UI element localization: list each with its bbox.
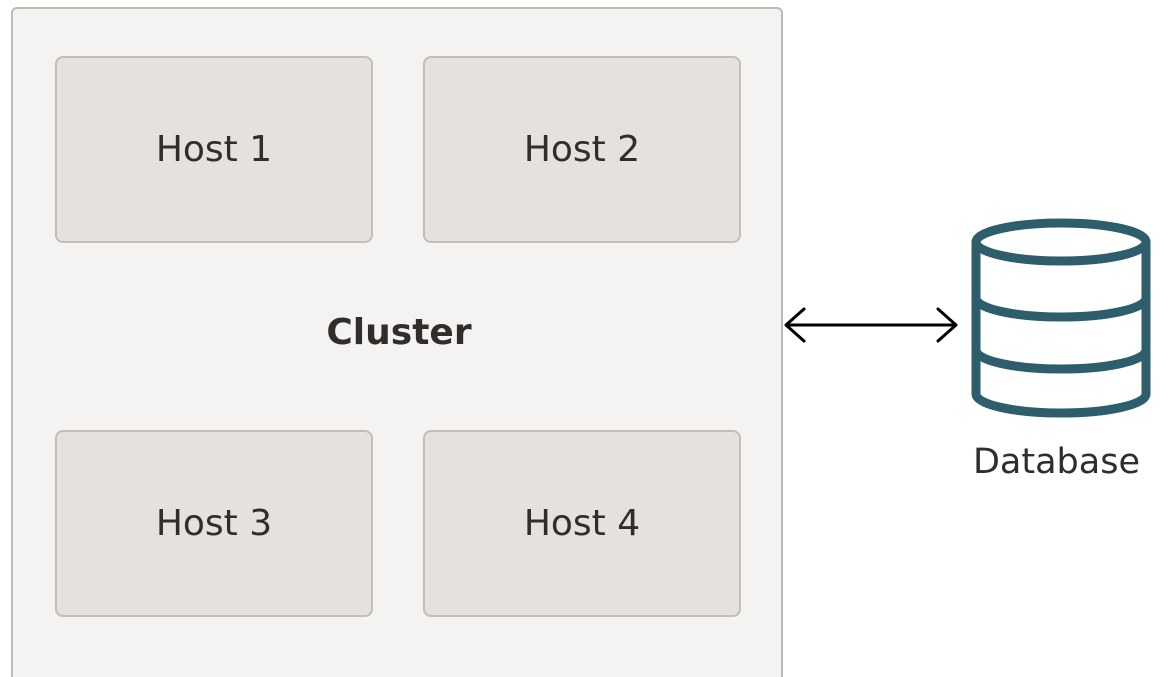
- host-3-label: Host 3: [155, 503, 273, 544]
- database-label: Database: [972, 442, 1140, 482]
- database-ring-1: [971, 293, 1151, 322]
- host-3-box: Host 3: [55, 430, 373, 617]
- arrowhead-right: [936, 307, 958, 343]
- host-4-label: Host 4: [523, 503, 641, 544]
- cluster-container: Host 1 Host 2 Cluster Host 3 Host 4: [11, 7, 783, 677]
- host-2-box: Host 2: [423, 56, 741, 243]
- database-body: [971, 237, 1151, 418]
- cluster-label: Cluster: [326, 312, 472, 353]
- host-4-box: Host 4: [423, 430, 741, 617]
- database-top: [971, 218, 1151, 266]
- database-ring-2: [971, 345, 1151, 374]
- host-2-label: Host 2: [523, 129, 641, 170]
- arrowhead-left: [784, 307, 806, 343]
- host-1-label: Host 1: [155, 129, 273, 170]
- double-arrow-icon: [784, 307, 958, 343]
- database-icon: [971, 218, 1151, 418]
- host-1-box: Host 1: [55, 56, 373, 243]
